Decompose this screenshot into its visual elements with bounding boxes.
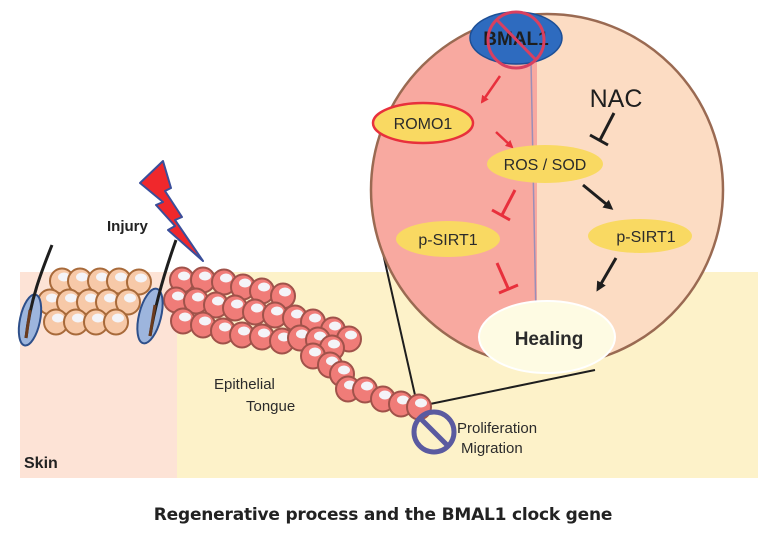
arrow-ros-psirt1-right	[582, 183, 614, 210]
cell	[115, 288, 141, 316]
figure-caption: Regenerative process and the BMAL1 clock…	[153, 505, 613, 525]
nac-inhibit-symbol	[589, 112, 616, 147]
cell	[190, 311, 216, 339]
cell	[242, 298, 268, 326]
healing-label: Healing	[515, 329, 584, 350]
cell	[210, 317, 236, 345]
zoom-line-right	[429, 369, 596, 405]
arrow-romo1-ros	[495, 131, 514, 149]
arrow-psirt1-healing	[596, 257, 618, 292]
skin-cell-cluster	[37, 267, 152, 336]
cell	[103, 308, 129, 336]
tongue-label: Tongue	[246, 398, 295, 415]
zoom-line-left	[379, 239, 418, 405]
arrow-bmal1-romo1	[480, 75, 502, 104]
ros-sod-label: ROS / SOD	[504, 157, 587, 174]
skin-label: Skin	[24, 455, 58, 472]
epithelial-label: Epithelial	[214, 376, 275, 393]
ros-sod-node: ROS / SOD	[487, 145, 603, 183]
cell	[169, 266, 195, 294]
nac-label: NAC	[590, 85, 643, 113]
cell	[170, 307, 196, 335]
p-sirt1-left-label: p-SIRT1	[418, 232, 477, 249]
healing-node: Healing	[478, 300, 616, 374]
migration-label: Migration	[461, 440, 523, 457]
cell	[222, 294, 248, 322]
cell	[63, 308, 89, 336]
romo1-label: ROMO1	[394, 116, 453, 133]
cell	[229, 321, 255, 349]
inhibit-psirt1-healing	[495, 262, 519, 295]
p-sirt1-right-label: p-SIRT1	[616, 229, 675, 246]
hair-follicle-icon	[136, 239, 178, 345]
prohibited-icon	[411, 409, 457, 455]
inhibit-ros-psirt1	[491, 189, 517, 222]
hair-follicle-icon	[17, 244, 54, 347]
bmal1-node: BMAL1	[469, 10, 563, 70]
cell	[230, 273, 256, 301]
p-sirt1-right-node: p-SIRT1	[588, 219, 692, 253]
cell	[126, 268, 152, 296]
epithelial-tongue-cells	[163, 266, 432, 421]
p-sirt1-left-node: p-SIRT1	[396, 221, 500, 257]
lightning-bolt-icon	[139, 160, 204, 262]
romo1-node: ROMO1	[371, 101, 475, 145]
proliferation-label: Proliferation	[457, 420, 537, 437]
prohibited-icon	[486, 10, 546, 70]
injury-label: Injury	[107, 218, 148, 235]
